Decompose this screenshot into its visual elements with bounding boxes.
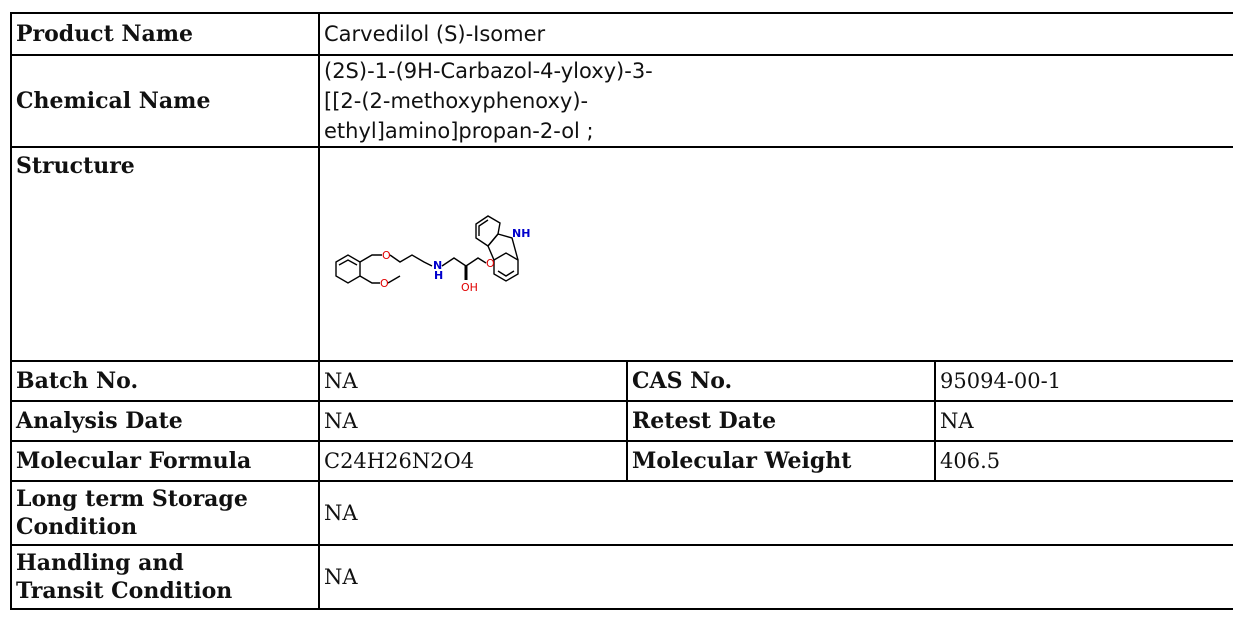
cas-no-label: CAS No. — [626, 360, 936, 402]
row-product-name: Product Name Carvedilol (S)-Isomer — [10, 12, 1233, 56]
analysis-date-value: NA — [318, 400, 628, 442]
storage-condition-value: NA — [317, 480, 1233, 546]
carbazole-ring-upper — [475, 215, 501, 247]
chemical-structure-diagram: O O N H OH O NH — [335, 215, 530, 294]
batch-no-value: NA — [318, 360, 628, 402]
structure-bonds — [335, 215, 519, 284]
analysis-date-label: Analysis Date — [10, 400, 320, 442]
handling-condition-label: Handling and Transit Condition — [10, 544, 320, 610]
ether-chain-1 — [359, 254, 382, 263]
row-molecular: Molecular Formula C24H26N2O4 Molecular W… — [10, 440, 1233, 482]
row-batch-cas: Batch No. NA CAS No. 95094-00-1 — [10, 360, 1233, 402]
handling-condition-label-text: Handling and Transit Condition — [16, 550, 233, 604]
molecular-formula-label: Molecular Formula — [10, 440, 320, 482]
carbazole-ring-upper-inner — [478, 219, 489, 236]
row-structure: Structure — [10, 146, 1233, 362]
ethyl-chain — [389, 254, 433, 267]
row-handling: Handling and Transit Condition NA — [10, 544, 1233, 610]
retest-date-label: Retest Date — [626, 400, 936, 442]
carbazole-ring-lower — [493, 252, 519, 282]
chemical-name-value: (2S)-1-(9H-Carbazol-4-yloxy)-3-[[2-(2-me… — [317, 54, 1233, 148]
structure-label: Structure — [10, 146, 320, 362]
carbazole-ring-lower-inner — [497, 270, 515, 277]
atom-o-carbazole: O — [486, 257, 495, 270]
storage-condition-label-text: Long term Storage Condition — [16, 486, 248, 540]
product-spec-table: Product Name Carvedilol (S)-Isomer Chemi… — [10, 12, 1233, 610]
atom-o-methoxy: O — [380, 277, 389, 290]
batch-no-label: Batch No. — [10, 360, 320, 402]
row-chemical-name: Chemical Name (2S)-1-(9H-Carbazol-4-ylox… — [10, 54, 1233, 148]
product-name-label: Product Name — [10, 12, 320, 56]
row-storage: Long term Storage Condition NA — [10, 480, 1233, 546]
retest-date-value: NA — [933, 400, 1233, 442]
atom-nh-carbazole: NH — [512, 227, 530, 240]
chemical-name-text: (2S)-1-(9H-Carbazol-4-yloxy)-3-[[2-(2-me… — [324, 59, 653, 143]
row-dates: Analysis Date NA Retest Date NA — [10, 400, 1233, 442]
benzene-ring-left-inner — [338, 259, 358, 266]
cas-no-value: 95094-00-1 — [933, 360, 1233, 402]
atom-n-amine: N — [433, 259, 442, 272]
storage-condition-label: Long term Storage Condition — [10, 480, 320, 546]
methoxy-bond — [359, 275, 380, 284]
atom-o-ether: O — [382, 249, 391, 262]
structure-cell: O O N H OH O NH — [317, 146, 1233, 362]
methyl-bond — [387, 275, 401, 284]
molecular-formula-value: C24H26N2O4 — [318, 440, 628, 482]
molecular-weight-label: Molecular Weight — [626, 440, 936, 482]
benzene-ring-left — [335, 254, 361, 284]
atom-oh: OH — [461, 281, 478, 294]
product-name-value: Carvedilol (S)-Isomer — [317, 12, 1233, 56]
handling-condition-value: NA — [317, 544, 1233, 610]
molecular-weight-value: 406.5 — [933, 440, 1233, 482]
chemical-name-label: Chemical Name — [10, 54, 320, 148]
atom-h-amine: H — [434, 269, 443, 282]
propanol-chain — [441, 257, 487, 267]
